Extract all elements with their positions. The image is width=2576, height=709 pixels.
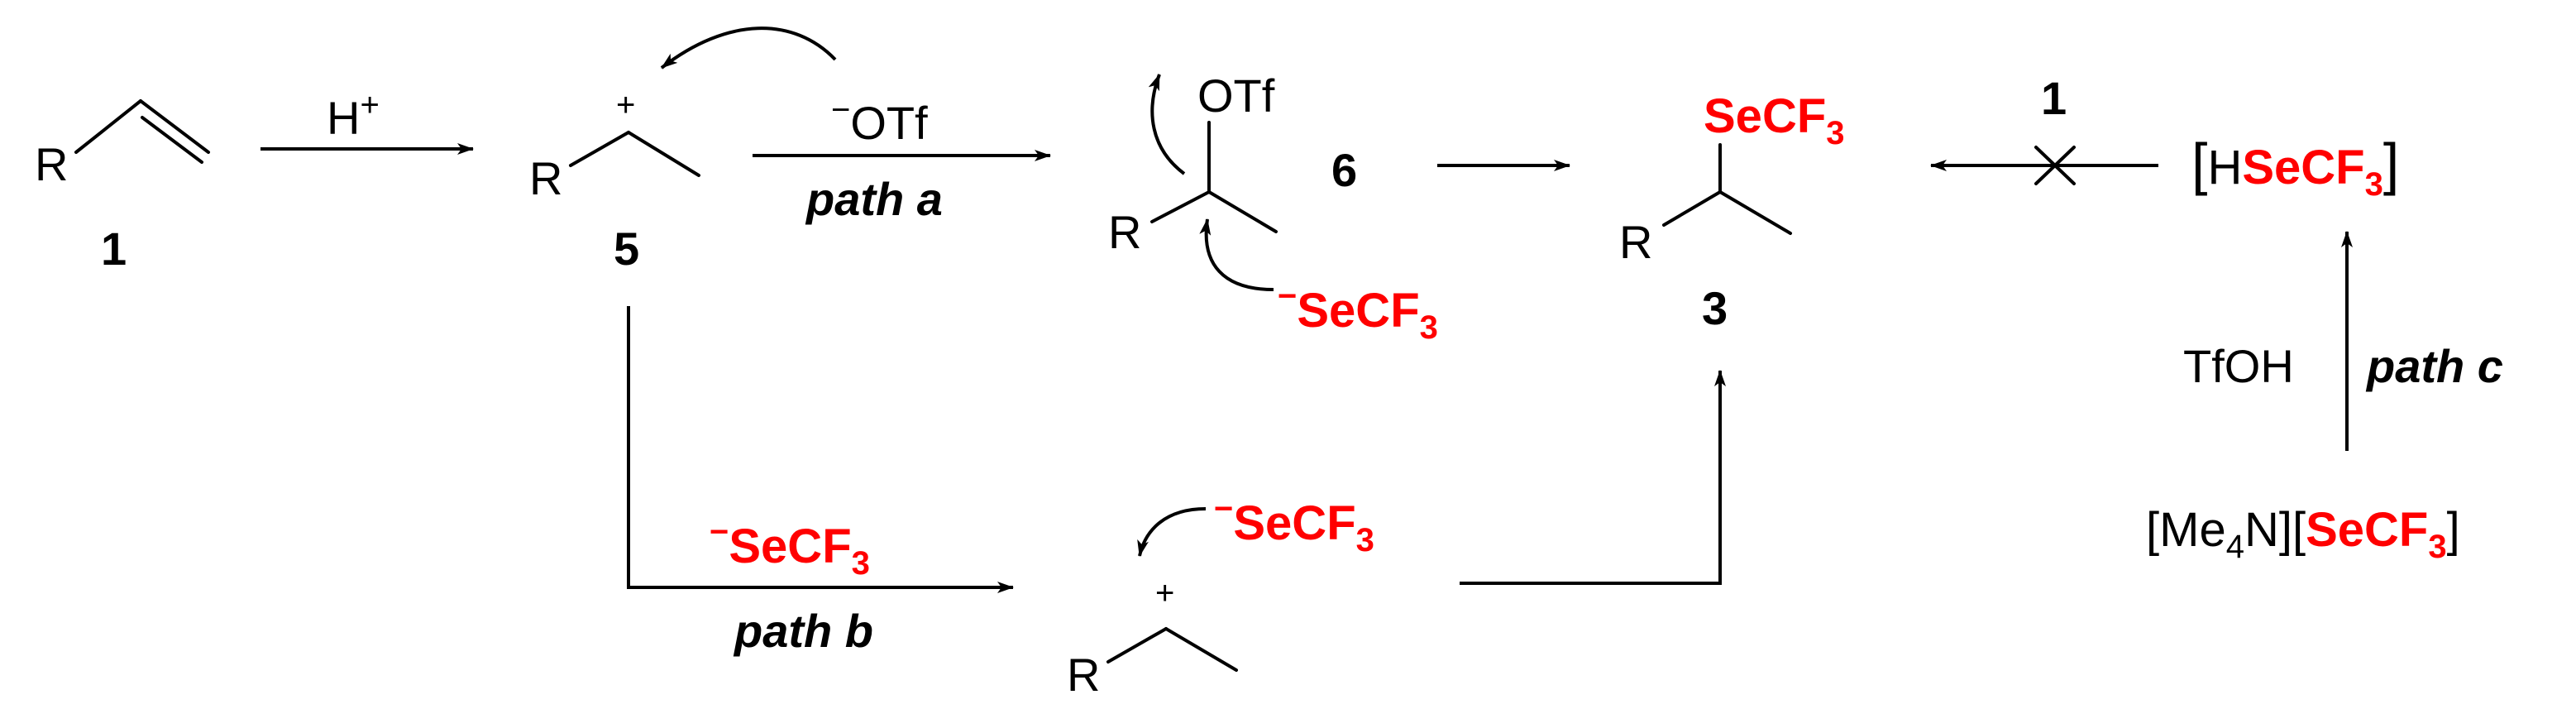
path-a-label: path a: [805, 173, 943, 225]
curved-arrow-leaving: [1148, 74, 1186, 175]
r-label: R: [1619, 216, 1652, 268]
bond: [1207, 190, 1278, 233]
r-label: R: [1108, 206, 1141, 258]
proton-label: H+: [327, 87, 380, 144]
carbocation-lower: R + −SeCF3: [1067, 491, 1374, 701]
secf3-substituent: SeCF3: [1704, 89, 1845, 151]
compound-6-label: 6: [1331, 144, 1357, 196]
cross-mark: [2034, 146, 2076, 185]
otf-label: OTf: [1197, 69, 1275, 122]
bond: [139, 99, 210, 154]
triflate-anion-label: −OTf: [831, 92, 928, 149]
arrow-protonation: H+: [260, 87, 474, 155]
carbocation-5: R + 5: [529, 87, 700, 275]
selenocyanide-anion: −SeCF3: [1278, 278, 1438, 346]
path-c-label: path c: [2365, 340, 2503, 392]
product-3: SeCF3 R 3: [1619, 89, 1845, 334]
arrow-path-c: TfOH path c: [2183, 231, 2503, 451]
hsecf3-label: [HSeCF3]: [2191, 132, 2399, 203]
compound-3-label: 3: [1702, 282, 1728, 334]
arrow-path-a: −OTf path a: [753, 92, 1051, 225]
curved-arrow-attack: [1199, 218, 1274, 291]
selenocyanide-anion-lower: −SeCF3: [1214, 491, 1374, 558]
r-label: R: [1067, 649, 1100, 701]
alkene-1: R 1: [35, 99, 210, 275]
blocked-arrow: 1: [1930, 72, 2158, 185]
triflate-6: OTf R 6 −SeCF3: [1108, 69, 1438, 346]
bond: [1150, 190, 1211, 223]
compound-1-label: 1: [101, 223, 127, 275]
r-label: R: [35, 138, 68, 190]
reaction-arrow-to-3: [1460, 370, 1726, 585]
reaction-arrow: [627, 306, 1014, 593]
curved-arrow-attack: [1137, 507, 1207, 557]
bond: [569, 131, 630, 167]
tfoh-label: TfOH: [2183, 340, 2294, 392]
bond: [1662, 190, 1722, 227]
compound-5-label: 5: [614, 223, 639, 275]
curved-arrow-otf: [660, 26, 837, 69]
selenocyanide-anion-path-b: −SeCF3: [710, 514, 870, 582]
r-label: R: [529, 152, 562, 204]
bond: [1106, 627, 1168, 663]
bond: [1164, 627, 1238, 672]
path-b-label: path b: [733, 605, 873, 657]
tetramethylammonium-salt: [Me4N][SeCF3]: [2146, 503, 2460, 565]
bond: [1718, 190, 1792, 235]
arrow-path-b: −SeCF3 path b: [627, 306, 1014, 657]
plus-charge: +: [1155, 575, 1174, 611]
bond: [627, 131, 700, 177]
double-bond: [141, 116, 203, 164]
bond: [74, 99, 142, 154]
plus-charge: +: [616, 87, 635, 123]
reagent-1-label: 1: [2041, 72, 2067, 124]
